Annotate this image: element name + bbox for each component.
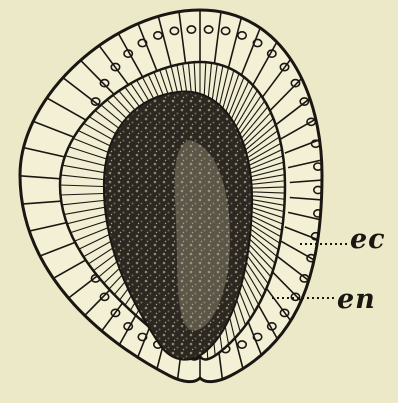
label-endoderm: en — [337, 286, 376, 313]
label-ectoderm: ec — [350, 226, 386, 253]
